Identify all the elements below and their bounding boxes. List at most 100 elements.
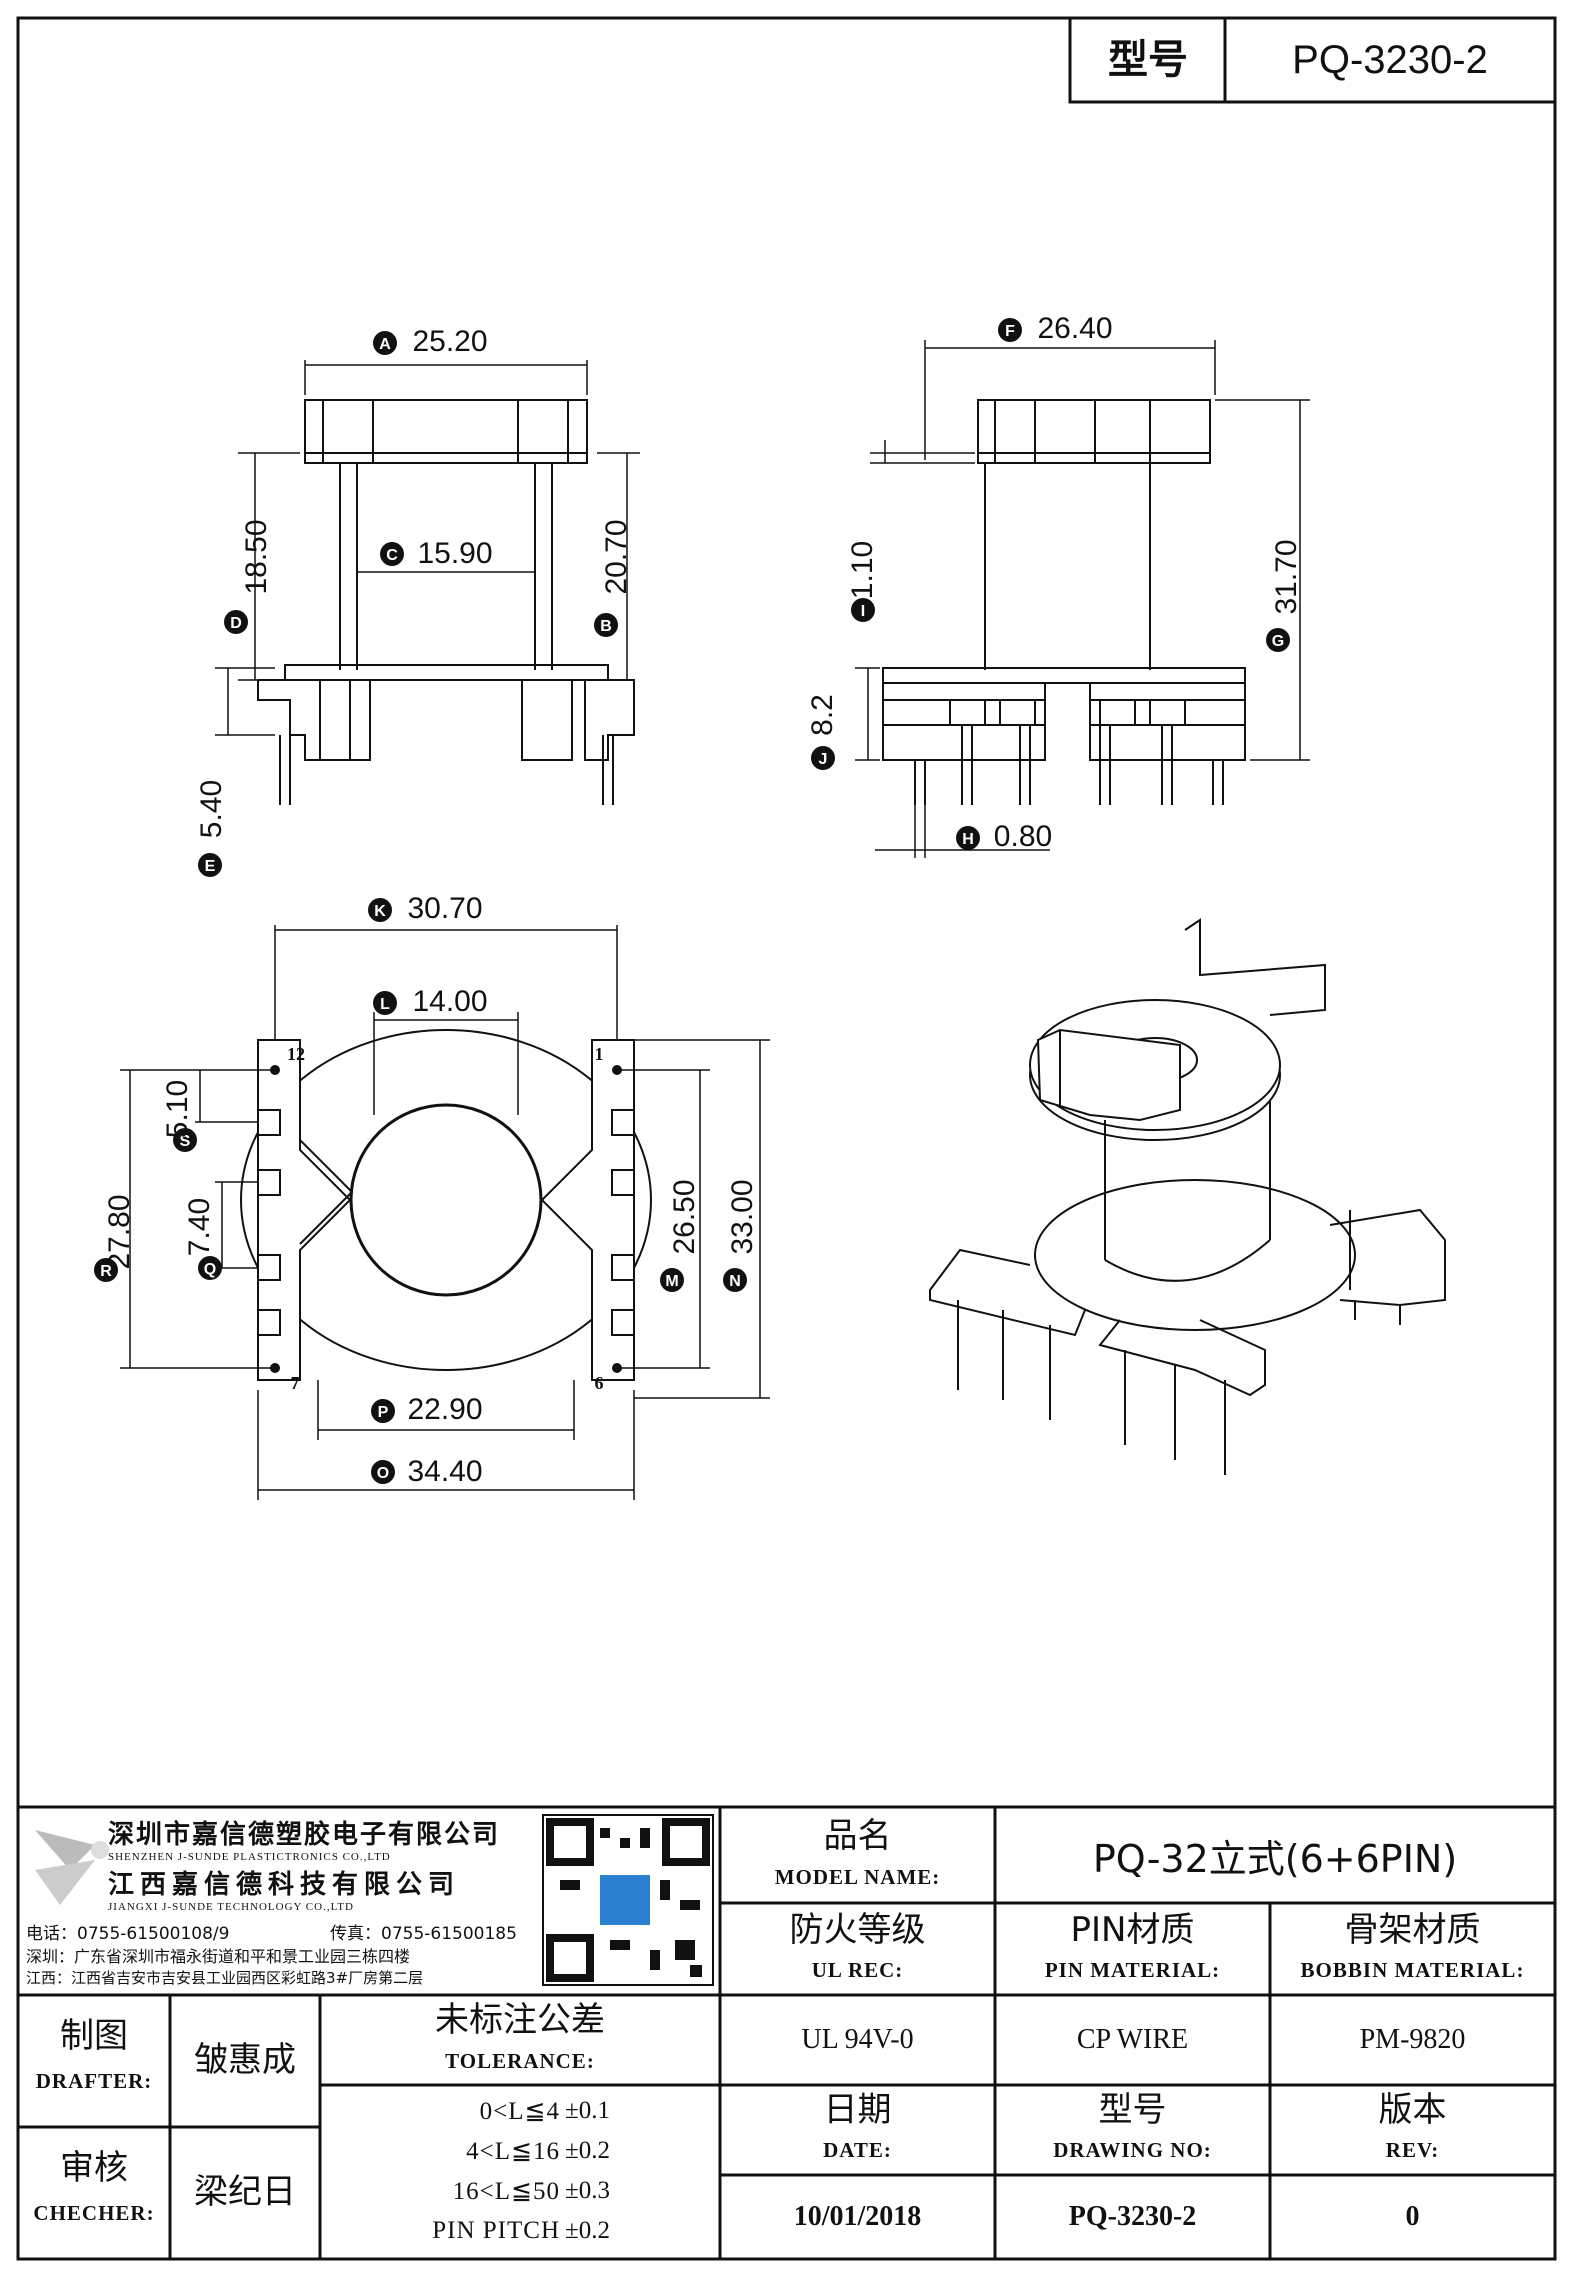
pin-number-7: 7 <box>290 1372 300 1393</box>
sheet-border <box>16 16 1557 2261</box>
dim-letter: K <box>374 903 386 920</box>
tolerance-range: PIN PITCH <box>432 2217 560 2244</box>
bobbin-material-label-en: BOBBIN MATERIAL: <box>1300 1957 1525 1982</box>
dim-label-p: P <box>371 1399 395 1423</box>
drawing-no-label-en: DRAWING NO: <box>1053 2137 1212 2162</box>
checker-label-en: CHECHER: <box>33 2200 155 2225</box>
dim-letter: L <box>380 996 390 1013</box>
dim-value-J: 8.2 <box>806 694 839 736</box>
dim-label-l: L <box>373 991 397 1015</box>
rev-value: 0 <box>1405 2201 1420 2232</box>
dim-letter: E <box>205 858 216 875</box>
dim-value-I: 1.10 <box>846 540 879 600</box>
pin-number-6: 6 <box>594 1372 604 1393</box>
dim-label-e: E <box>198 853 222 877</box>
drawing-no-label-cn: 型号 <box>1098 2090 1167 2131</box>
dim-letter: J <box>819 751 828 768</box>
dim-value-Q: 7.40 <box>183 1197 216 1257</box>
dim-value-M: 26.50 <box>668 1179 701 1255</box>
dim-value-L: 14.00 <box>412 985 488 1018</box>
tolerance-value: ±0.1 <box>565 2097 610 2124</box>
tolerance-range: 0<L≦4 <box>479 2098 560 2125</box>
dim-value-S: 5.10 <box>161 1079 194 1139</box>
header-box <box>1068 16 1557 104</box>
tolerance-range: 4<L≦16 <box>466 2138 560 2165</box>
dim-value-C: 15.90 <box>417 537 493 570</box>
dim-letter: A <box>379 336 391 353</box>
drafter-label-cn: 制图 <box>60 2016 128 2057</box>
dim-value-O: 34.40 <box>407 1455 483 1488</box>
tolerance-value: ±0.3 <box>565 2177 610 2204</box>
dim-label-i: I <box>851 598 875 622</box>
bobbin-material-value: PM-9820 <box>1359 2024 1466 2055</box>
checker-value: 梁纪日 <box>194 2172 296 2213</box>
dim-value-E: 5.40 <box>195 779 228 839</box>
dim-letter: H <box>962 831 974 848</box>
company-address-jiangxi: 江西：江西省吉安市吉安县工业园西区彩虹路3#厂房第二层 <box>26 1968 424 1987</box>
bobbin-material-label-cn: 骨架材质 <box>1344 1910 1481 1951</box>
dim-label-c: C <box>380 542 404 566</box>
dim-label-q: Q <box>198 1256 222 1280</box>
drafter-value: 皱惠成 <box>194 2040 296 2081</box>
dim-value-N: 33.00 <box>726 1179 759 1255</box>
date-value: 10/01/2018 <box>793 2201 922 2232</box>
model-name-label-en: MODEL NAME: <box>774 1864 941 1889</box>
dim-value-G: 31.70 <box>1270 539 1303 615</box>
dim-value-K: 30.70 <box>407 892 483 925</box>
drafter-label-en: DRAFTER: <box>35 2068 153 2093</box>
header-model-value: PQ-3230-2 <box>1292 37 1488 82</box>
dim-label-j: J <box>811 746 835 770</box>
isometric-view <box>929 918 1446 1475</box>
tolerance-range: 16<L≦50 <box>452 2178 560 2205</box>
tolerance-value: ±0.2 <box>565 2217 610 2244</box>
model-name-value: PQ-32立式(6+6PIN) <box>1092 1836 1458 1881</box>
date-label-en: DATE: <box>823 2137 892 2162</box>
dim-letter: B <box>600 618 612 635</box>
dim-label-h: H <box>956 826 980 850</box>
dim-letter: M <box>665 1273 678 1290</box>
ul-label-cn: 防火等级 <box>789 1910 926 1951</box>
dim-label-m: M <box>660 1268 684 1292</box>
company-name-cn-2: 江西嘉信德科技有限公司 <box>108 1869 461 1900</box>
dim-letter: N <box>729 1273 741 1290</box>
dim-label-g: G <box>1266 628 1290 652</box>
dim-value-B: 20.70 <box>600 519 633 595</box>
dim-value-H: 0.80 <box>993 820 1053 853</box>
date-label-cn: 日期 <box>823 2090 892 2131</box>
title-block <box>18 1807 1555 2259</box>
dim-letter: S <box>180 1133 191 1150</box>
dim-letter: G <box>1272 633 1284 650</box>
side-view <box>855 340 1310 858</box>
model-name-label-cn: 品名 <box>823 1816 892 1857</box>
tolerance-value: ±0.2 <box>565 2137 610 2164</box>
front-view <box>215 360 640 805</box>
company-name-cn-1: 深圳市嘉信德塑胶电子有限公司 <box>108 1819 501 1850</box>
ul-label-en: UL REC: <box>811 1957 904 1982</box>
dim-value-D: 18.50 <box>240 519 273 595</box>
dim-letter: I <box>861 603 865 620</box>
dim-value-R: 27.80 <box>103 1194 136 1270</box>
company-address-shenzhen: 深圳：广东省深圳市福永街道和平和景工业园三栋四楼 <box>26 1947 411 1966</box>
pin-number-12: 12 <box>287 1043 305 1064</box>
bottom-view <box>120 925 770 1500</box>
dim-label-o: O <box>371 1460 395 1484</box>
pin-material-value: CP WIRE <box>1076 2024 1189 2055</box>
company-fax: 传真：0755-61500185 <box>330 1923 517 1944</box>
dim-label-s: S <box>173 1128 197 1152</box>
tolerance-label-cn: 未标注公差 <box>435 2000 605 2041</box>
rev-label-en: REV: <box>1385 2137 1440 2162</box>
dim-label-a: A <box>373 331 397 355</box>
checker-label-cn: 审核 <box>60 2148 128 2189</box>
dim-value-P: 22.90 <box>407 1393 483 1426</box>
pin-material-label-en: PIN MATERIAL: <box>1044 1957 1221 1982</box>
dim-value-A: 25.20 <box>412 325 488 358</box>
dim-label-f: F <box>998 318 1022 342</box>
dim-letter: F <box>1005 323 1015 340</box>
dim-value-F: 26.40 <box>1037 312 1113 345</box>
pin-material-label-cn: PIN材质 <box>1070 1910 1195 1951</box>
dim-label-k: K <box>368 898 392 922</box>
dim-letter: R <box>100 1263 112 1280</box>
dim-letter: O <box>377 1465 389 1482</box>
pin-number-1: 1 <box>594 1043 604 1064</box>
